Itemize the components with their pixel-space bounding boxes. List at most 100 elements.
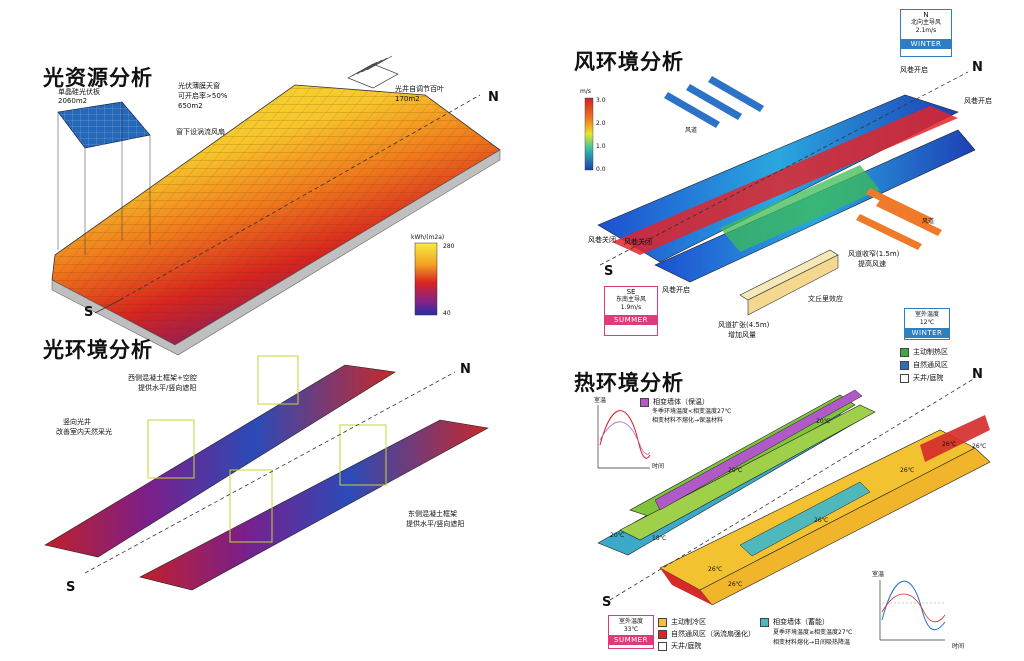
temp-winter-1: 20℃ xyxy=(728,467,743,474)
pcm-wall-winter-2: 冬季环境温度<相变温度27℃ xyxy=(652,408,732,415)
duct-narrow-label: 风道收窄(1.5m) xyxy=(848,250,900,258)
pcm-wall-winter-3: 相变材料不熔化→保温材料 xyxy=(652,417,724,424)
legend-active-cool: 主动制冷区 xyxy=(658,617,706,627)
louver-icon xyxy=(347,55,399,89)
light-axis xyxy=(84,371,456,574)
solar-north: N xyxy=(488,90,499,105)
duct-wide-label: 风道扩张(4.5m) xyxy=(718,321,770,329)
pcm-wall-summer-2: 夏季环境温度≥相变温度27℃ xyxy=(773,629,853,636)
solar-pv-panel xyxy=(57,101,151,255)
axis-time-winter: 时间 xyxy=(652,463,665,470)
temp-summer-3: 26℃ xyxy=(708,566,723,573)
pcm-wall-winter: 相变墙体（保温） xyxy=(640,397,709,407)
film-label: 光伏薄膜天窗 xyxy=(178,82,220,90)
solar-panel: 光资源分析 单晶硅光伏板 2060m2 光伏薄膜天窗 可开启率>50% 650m… xyxy=(0,0,512,330)
temp-winter-3: 18℃ xyxy=(652,535,667,542)
temp-summer-5: 26℃ xyxy=(972,443,987,450)
pv-area: 2060m2 xyxy=(58,97,88,105)
solar-roof xyxy=(51,84,501,356)
film-area: 650m2 xyxy=(178,102,203,110)
film-ratio: 可开启率>50% xyxy=(178,92,228,100)
light-north: N xyxy=(460,362,471,377)
legend-unit: kWh/(m2a) xyxy=(411,234,445,241)
wind-scale-tick-0: 3.0 xyxy=(596,97,606,104)
temp-winter-2: 20℃ xyxy=(610,532,625,539)
swatch-yellow xyxy=(658,617,667,627)
pcm-wall-summer-3: 相变材料熔化→日间吸热降温 xyxy=(773,639,851,646)
summer-wind-label: 东南主导风 xyxy=(615,296,646,303)
wind-south: S xyxy=(604,264,614,279)
wind-arrows-blue xyxy=(664,76,764,128)
summer-temp-box: 室外温度 33℃ SUMMER xyxy=(608,615,654,649)
wind-north: N xyxy=(972,60,983,75)
wind-scale-tick-2: 1.0 xyxy=(596,143,606,150)
lightwell-boxes xyxy=(147,355,387,543)
winter-wind-label: 北向主导风 xyxy=(910,19,941,26)
venturi-label: 文丘里效应 xyxy=(808,295,843,303)
swatch-green xyxy=(900,347,909,357)
east-frame-label-2: 提供水平/竖向遮阳 xyxy=(406,520,465,528)
duct-narrow-label-2: 提高风速 xyxy=(858,260,886,268)
thermal-south: S xyxy=(602,595,612,610)
thermal-summer-tag: SUMMER xyxy=(609,635,653,645)
wind-scale-tick-3: 0.0 xyxy=(596,166,606,173)
axis-temp-summer: 室温 xyxy=(872,571,885,578)
summer-wind-box: SE 东南主导风 1.9m/s SUMMER xyxy=(604,286,658,336)
axis-time-summer: 时间 xyxy=(952,643,965,650)
light-panel: 光环境分析 西侧混凝土框架+空腔 提供水平/竖向遮阳 竖向光井 改善室内天然采光… xyxy=(0,330,512,661)
solar-legend-bar xyxy=(414,242,438,316)
temp-summer-1: 26℃ xyxy=(900,467,915,474)
wind-open-top: 风巷开启 xyxy=(900,66,928,74)
pv-label: 单晶硅光伏板 xyxy=(58,88,100,96)
swatch-white xyxy=(900,373,909,383)
light-slab-west xyxy=(44,364,396,558)
legend-natural-vent: 自然通风区 xyxy=(900,360,948,370)
temp-summer-2: 26℃ xyxy=(814,517,829,524)
legend-courtyard-s: 天井/庭院 xyxy=(658,641,701,651)
swatch-blue xyxy=(900,360,909,370)
winter-compass-icon: N xyxy=(923,11,929,19)
wind-open-bottom: 风巷开启 xyxy=(662,286,690,294)
thermal-curve-summer xyxy=(879,580,946,641)
wind-air-right: 风道 xyxy=(922,218,935,225)
louver-label: 光井自调节百叶 xyxy=(395,85,444,93)
wind-close-top: 风巷关闭 xyxy=(624,238,652,246)
lightwell-label-2: 改善室内天然采光 xyxy=(56,428,112,436)
thermal-title: 热环境分析 xyxy=(574,371,684,395)
wind-arrows-orange xyxy=(856,188,942,250)
winter-tag: WINTER xyxy=(901,39,951,49)
summer-temp-value: 33℃ xyxy=(623,626,639,633)
thermal-curve-winter xyxy=(597,405,651,469)
thermal-winter-tag: WINTER xyxy=(905,328,949,338)
wind-panel: 风环境分析 m/s 3.0 2.0 1.0 0.0 N 北向主导风 2.1m/s… xyxy=(512,0,1024,345)
venturi-duct xyxy=(739,249,839,316)
west-frame-label: 西侧混凝土框架+空腔 xyxy=(128,374,197,382)
legend-min: 40 xyxy=(443,310,451,317)
thermal-north: N xyxy=(972,367,983,382)
winter-temp-value: 12℃ xyxy=(919,319,935,326)
axis-temp-winter: 室温 xyxy=(594,397,607,404)
solar-south: S xyxy=(84,305,94,320)
wind-plan xyxy=(597,71,976,283)
legend-max: 280 xyxy=(443,243,455,250)
wind-scale-bar xyxy=(584,97,594,171)
louver-area: 170m2 xyxy=(395,95,420,103)
swatch-teal xyxy=(760,617,769,627)
wind-close-left: 风巷关闭 xyxy=(588,236,616,244)
west-frame-label-2: 提供水平/竖向遮阳 xyxy=(138,384,197,392)
temp-summer-0: 26℃ xyxy=(942,441,957,448)
winter-temp-label: 室外温度 xyxy=(914,311,939,318)
wind-scale-unit: m/s xyxy=(580,88,591,95)
winter-wind-box: N 北向主导风 2.1m/s WINTER xyxy=(900,9,952,57)
swatch-white-s xyxy=(658,641,667,651)
fan-label: 窗下设涡流风扇 xyxy=(176,128,225,136)
wind-air-left: 风道 xyxy=(685,127,698,134)
swatch-purple xyxy=(640,397,649,407)
legend-active-heat: 主动制热区 xyxy=(900,347,948,357)
wind-title: 风环境分析 xyxy=(574,50,684,74)
thermal-panel: 热环境分析 室外温度 12℃ WINTER 主动制热区 自然通风区 天井/庭院 … xyxy=(512,308,1024,661)
thermal-plan xyxy=(597,377,991,606)
winter-temp-box: 室外温度 12℃ WINTER xyxy=(904,308,950,340)
solar-title: 光资源分析 xyxy=(43,66,153,90)
